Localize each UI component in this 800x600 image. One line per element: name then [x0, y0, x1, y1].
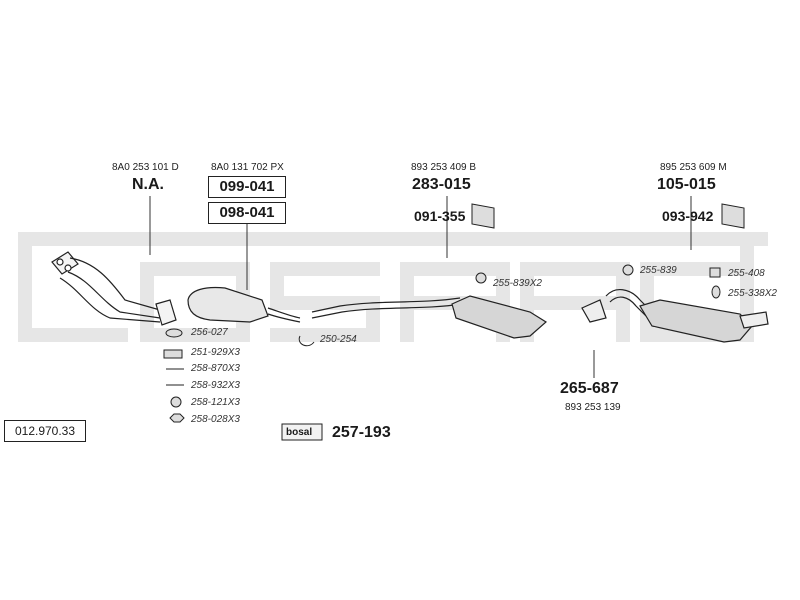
- hw-label-255-338x2[interactable]: 255-338X2: [728, 288, 777, 299]
- hw-label-258-932[interactable]: 258-932X3: [191, 380, 240, 391]
- hw-label-250-254[interactable]: 250-254: [320, 334, 357, 345]
- cat-part-1[interactable]: 099-041: [208, 176, 286, 198]
- cat-part-2[interactable]: 098-041: [208, 202, 286, 224]
- bosal-logo: bosal: [286, 427, 313, 438]
- mid-pipe-part[interactable]: 265-687: [560, 380, 619, 397]
- hardware-icons: [163, 203, 745, 441]
- hw-label-258-870[interactable]: 258-870X3: [191, 363, 240, 374]
- cat-oe-label: 8A0 131 702 PX: [211, 162, 284, 173]
- hw-label-256-027[interactable]: 256-027: [191, 327, 228, 338]
- front-muffler: [451, 295, 548, 339]
- hw-label-255-408[interactable]: 255-408: [728, 268, 765, 279]
- rear-muffler-part[interactable]: 105-015: [657, 176, 716, 193]
- rear-mount-part[interactable]: 093-942: [662, 208, 714, 224]
- rear-section: [581, 289, 769, 343]
- catalog-number: 012.970.33: [4, 420, 86, 442]
- hw-label-255-839[interactable]: 255-839: [640, 265, 677, 276]
- hw-label-258-028[interactable]: 258-028X3: [191, 414, 240, 425]
- manifold-pipe: [51, 251, 177, 326]
- front-mount-part[interactable]: 091-355: [414, 208, 466, 224]
- hw-label-251-929[interactable]: 251-929X3: [191, 347, 240, 358]
- na-oe-label: 8A0 253 101 D: [112, 162, 179, 173]
- mid-pipe: [311, 297, 463, 319]
- leader-lines: [149, 196, 692, 378]
- front-muffler-part[interactable]: 283-015: [412, 176, 471, 193]
- front-muffler-oe-label: 893 253 409 B: [411, 162, 477, 173]
- na-part-label: N.A.: [132, 176, 164, 193]
- hw-label-255-839x2[interactable]: 255-839X2: [493, 278, 542, 289]
- rear-muffler-oe-label: 895 253 609 M: [660, 162, 727, 173]
- catalytic-converter: [187, 286, 301, 323]
- kit-part[interactable]: 257-193: [332, 424, 391, 441]
- hw-label-258-121[interactable]: 258-121X3: [191, 397, 240, 408]
- mid-pipe-oe-label: 893 253 139: [565, 402, 621, 413]
